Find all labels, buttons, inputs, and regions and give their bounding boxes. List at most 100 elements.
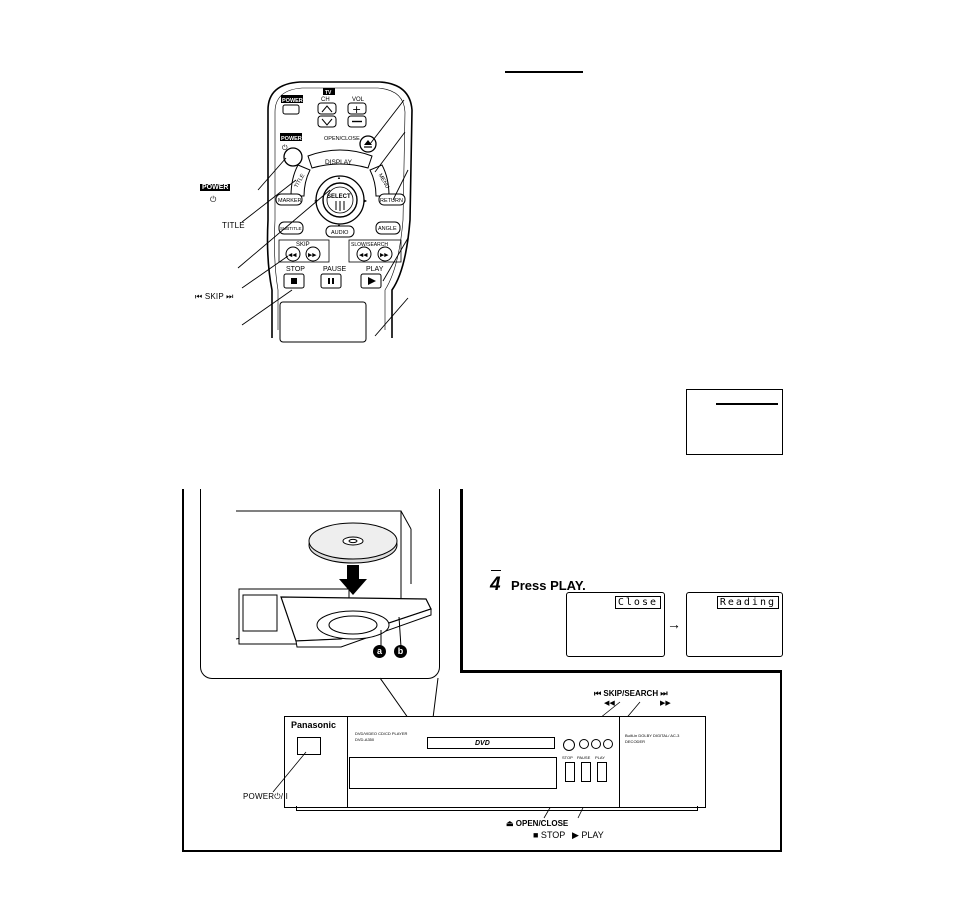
decoder-text: Built-in DOLBY DIGITAL/ AC-3 DECODER bbox=[625, 733, 680, 744]
player-brand: Panasonic bbox=[291, 720, 337, 730]
svg-text:RETURN: RETURN bbox=[380, 198, 403, 204]
step4-number: 4 bbox=[490, 574, 501, 595]
display-arrow-icon: → bbox=[667, 616, 681, 632]
step4-title: Press PLAY. bbox=[511, 578, 586, 593]
ch-up-button[interactable] bbox=[317, 102, 337, 115]
display-frame-small bbox=[686, 389, 783, 455]
player-extra-button[interactable] bbox=[603, 739, 613, 749]
svg-text:◀◀: ◀◀ bbox=[288, 253, 297, 259]
power-callout-badge: POWER bbox=[200, 184, 231, 191]
svg-text:CH: CH bbox=[321, 97, 330, 103]
player-skip-forward-button[interactable] bbox=[591, 739, 601, 749]
title-callout-label: TITLE bbox=[222, 221, 245, 230]
svg-text:◀: ◀ bbox=[314, 198, 318, 203]
play-label: ▶ PLAY bbox=[572, 830, 604, 840]
power-btn-label: POWER⏻/ I bbox=[243, 792, 289, 801]
svg-text:ANGLE: ANGLE bbox=[378, 226, 397, 232]
svg-text:▲: ▲ bbox=[337, 175, 341, 180]
step-box-left bbox=[460, 489, 463, 673]
tv-label: TV bbox=[325, 90, 332, 96]
main-frame-right bbox=[780, 672, 782, 852]
model-line1: DVD/VIDEO CD/CD PLAYER bbox=[355, 731, 408, 736]
svg-text:SKIP: SKIP bbox=[296, 242, 310, 248]
pause-button[interactable] bbox=[320, 273, 342, 289]
svg-text:◀◀: ◀◀ bbox=[359, 253, 368, 259]
title-button[interactable] bbox=[290, 164, 311, 197]
search-back-button[interactable] bbox=[356, 246, 372, 262]
menu-button[interactable] bbox=[369, 164, 390, 197]
svg-text:SLOW/SEARCH: SLOW/SEARCH bbox=[351, 242, 388, 248]
main-frame-bottom bbox=[182, 850, 782, 852]
svg-text:VOL: VOL bbox=[352, 97, 365, 103]
svg-text:STOP: STOP bbox=[286, 266, 305, 273]
power-switch[interactable] bbox=[297, 737, 321, 755]
svg-text:PAUSE: PAUSE bbox=[323, 266, 347, 273]
player-pause-button[interactable] bbox=[581, 762, 591, 782]
power-callout-symbol: ⏻ bbox=[210, 195, 217, 204]
skip-forward-button[interactable] bbox=[305, 246, 321, 262]
power-label: POWER bbox=[281, 136, 302, 142]
stop-label: ■ STOP bbox=[533, 830, 566, 840]
display-button[interactable] bbox=[307, 149, 373, 169]
player-btn-play-label: PLAY bbox=[595, 755, 605, 760]
display-reading: Reading bbox=[686, 592, 783, 657]
svg-text:SUBTITLE: SUBTITLE bbox=[280, 226, 302, 231]
svg-text:AUDIO: AUDIO bbox=[331, 230, 349, 236]
search-right-label: ▶▶ bbox=[660, 700, 671, 707]
power-button[interactable] bbox=[283, 147, 303, 167]
player-skip-back-button[interactable] bbox=[579, 739, 589, 749]
marker-button[interactable] bbox=[275, 193, 303, 206]
disc-tray-illustration bbox=[235, 510, 432, 648]
disc-slot bbox=[427, 737, 555, 749]
tray-door bbox=[349, 757, 557, 789]
search-forward-button[interactable] bbox=[377, 246, 393, 262]
audio-button[interactable] bbox=[325, 225, 355, 238]
player-stop-button[interactable] bbox=[565, 762, 575, 782]
svg-text:OPEN/CLOSE: OPEN/CLOSE bbox=[324, 136, 360, 142]
search-left-label: ◀◀ bbox=[604, 700, 615, 707]
subtitle-button[interactable] bbox=[278, 221, 304, 235]
tray-marker-b: b bbox=[394, 645, 407, 658]
step4-heading: 4 Press PLAY. bbox=[490, 574, 586, 596]
svg-text:▶▶: ▶▶ bbox=[308, 253, 317, 259]
panel-divider bbox=[347, 717, 348, 807]
disc-tray-panel: a b bbox=[200, 489, 440, 679]
dvd-player-front: Panasonic DVD/VIDEO CD/CD PLAYER DVD-A35… bbox=[284, 716, 706, 808]
player-btn-pause-label: PAUSE bbox=[577, 755, 591, 760]
svg-text:MARKER: MARKER bbox=[278, 198, 302, 204]
remote-control-illustration: TV POWER CH VOL + POWER ⏻ OPEN/CLOSE DIS… bbox=[237, 81, 413, 343]
player-play-button[interactable] bbox=[597, 762, 607, 782]
player-btn-stop-label: STOP bbox=[562, 755, 573, 760]
power-tv-label: POWER bbox=[282, 98, 303, 104]
power-leader bbox=[272, 751, 307, 793]
ch-down-button[interactable] bbox=[317, 115, 337, 128]
svg-text:▶: ▶ bbox=[364, 198, 368, 203]
display-reading-text: Reading bbox=[716, 596, 779, 609]
svg-text:DISPLAY: DISPLAY bbox=[325, 159, 353, 166]
open-close-label: ⏏ OPEN/CLOSE bbox=[506, 819, 569, 828]
svg-text:+: + bbox=[352, 103, 361, 116]
vol-up-button[interactable] bbox=[347, 102, 367, 115]
svg-text:SELECT: SELECT bbox=[327, 194, 351, 200]
main-frame-left bbox=[182, 489, 184, 852]
skip-search-label: ⏮ SKIP/SEARCH ⏭ bbox=[594, 689, 668, 698]
display-close-text: Close bbox=[614, 596, 661, 609]
display-close: Close bbox=[566, 592, 665, 657]
model-line2: DVD-A350 bbox=[355, 737, 375, 742]
skip-callout-label: ⏮ SKIP ⏭ bbox=[195, 292, 234, 301]
panel-divider-right bbox=[619, 717, 620, 807]
return-button[interactable] bbox=[378, 193, 406, 206]
skip-back-button[interactable] bbox=[285, 246, 301, 262]
step4-rule bbox=[491, 570, 501, 571]
remote-bottom-window bbox=[279, 301, 367, 343]
player-open-close-button[interactable] bbox=[563, 739, 575, 751]
step-box-bottom bbox=[460, 670, 782, 673]
svg-text:▶▶: ▶▶ bbox=[380, 253, 389, 259]
svg-text:⏻: ⏻ bbox=[282, 144, 288, 152]
tray-marker-a: a bbox=[373, 645, 386, 658]
display-frame-rule bbox=[716, 403, 778, 405]
header-rule bbox=[505, 71, 583, 73]
svg-text:PLAY: PLAY bbox=[366, 266, 384, 273]
angle-button[interactable] bbox=[375, 221, 401, 235]
dvd-logo: DVD bbox=[475, 740, 490, 747]
